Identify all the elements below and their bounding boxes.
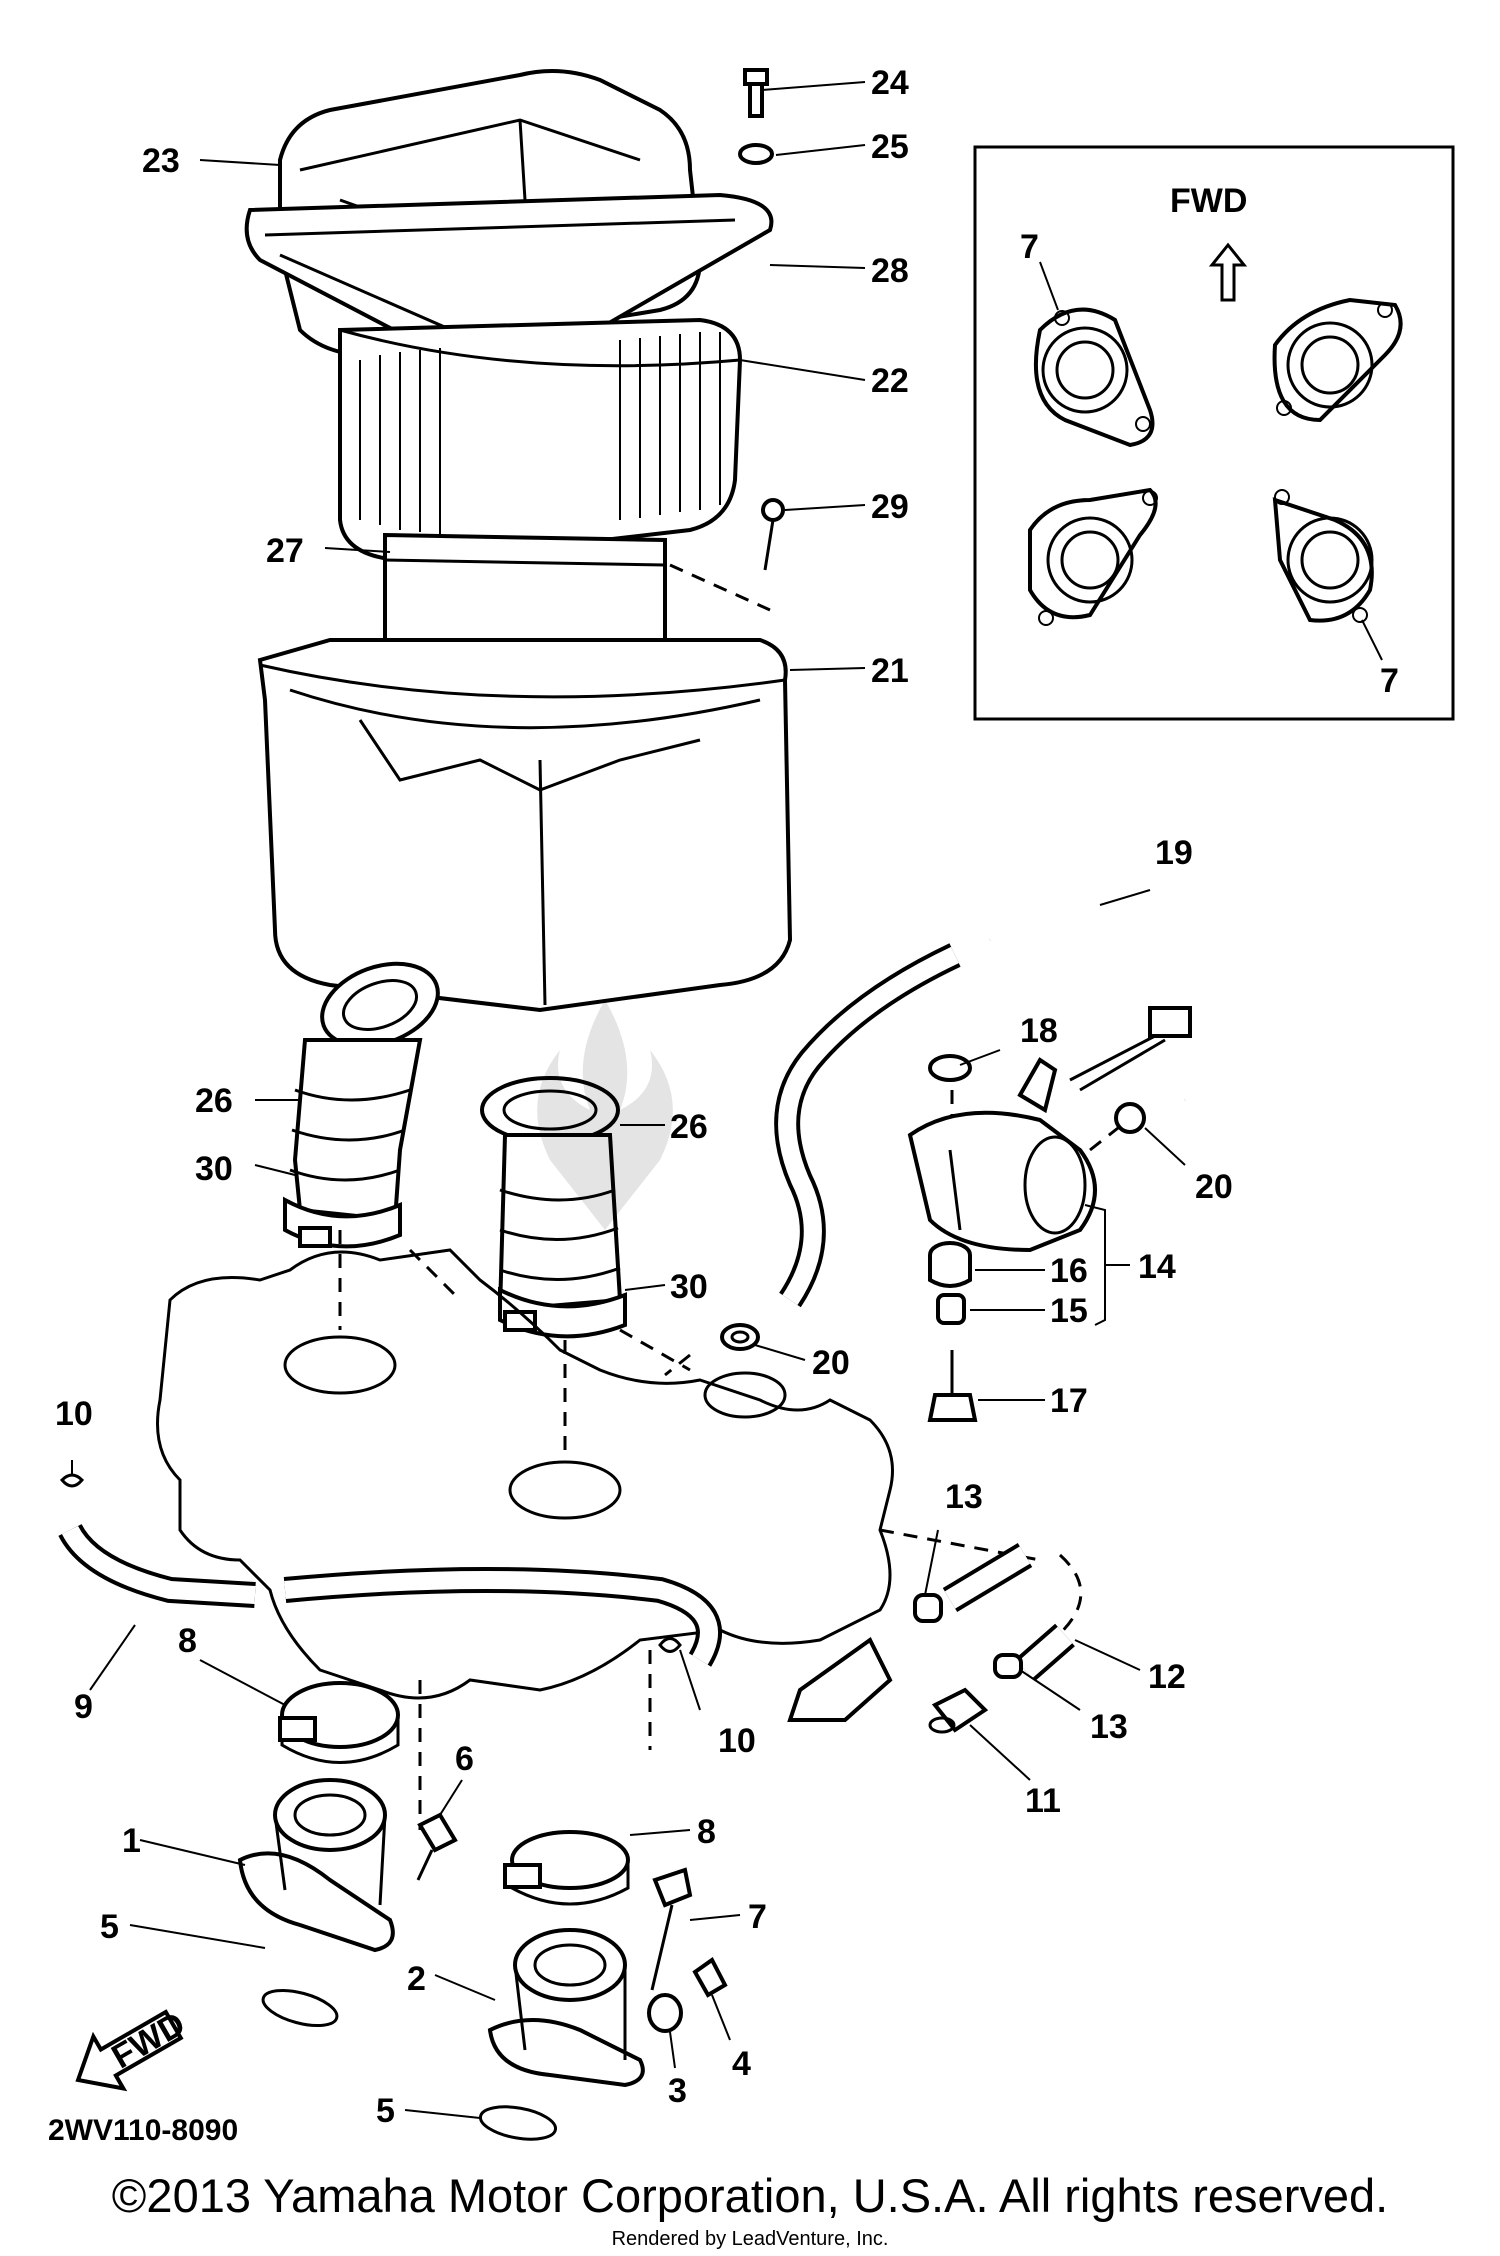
callout-20-upper: 20 <box>1195 1168 1233 1206</box>
callout-7-inset-upper: 7 <box>1020 228 1039 266</box>
callout-19: 19 <box>1155 834 1193 872</box>
o-ring-5-lower <box>478 2105 558 2141</box>
bolt-6 <box>416 1812 458 1881</box>
hose-19 <box>985 904 1280 1109</box>
screw-17 <box>927 1350 978 1422</box>
callout-22: 22 <box>871 362 909 400</box>
screw-29 <box>669 498 785 612</box>
callout-30-left: 30 <box>195 1150 233 1188</box>
callout-9: 9 <box>74 1688 93 1726</box>
air-filter-element-22 <box>338 317 743 563</box>
clip-10-left <box>59 1473 85 1488</box>
damper-16 <box>928 1241 972 1288</box>
air-filter-case-21 <box>257 638 793 1013</box>
hose-vent <box>774 943 961 1308</box>
clip-4 <box>692 1957 728 1998</box>
inset-joint-front-right <box>1272 297 1403 423</box>
hose-clip-20-lower <box>664 1323 760 1377</box>
callout-14: 14 <box>1138 1248 1176 1286</box>
callout-7-main: 7 <box>748 1898 767 1936</box>
callout-27: 27 <box>266 532 304 570</box>
callout-10-right: 10 <box>718 1722 756 1760</box>
callout-26-right: 26 <box>670 1108 708 1146</box>
fwd-arrow: FWD <box>75 2005 191 2092</box>
callout-7-inset-lower: 7 <box>1380 662 1399 700</box>
hose-9 <box>58 1523 722 1667</box>
callout-17: 17 <box>1050 1382 1088 1420</box>
o-ring-5-upper <box>261 1988 339 2028</box>
bolt-24 <box>743 68 769 118</box>
hose-band-8-right <box>503 1830 630 1906</box>
callout-10-left: 10 <box>55 1395 93 1433</box>
hose-12 <box>1015 1623 1075 1682</box>
fwd-arrow-label: FWD <box>105 2005 191 2077</box>
collar-3 <box>647 1993 683 2033</box>
air-filter-gasket-28 <box>244 192 774 378</box>
joint-2 <box>487 1928 645 2088</box>
leader-lines <box>71 81 1186 2119</box>
air-duct-joint-26-right <box>480 1076 623 1313</box>
inset-joint-front-left <box>1033 307 1155 448</box>
leadventure-watermark-icon <box>537 1000 673 1230</box>
callout-20-lower: 20 <box>812 1344 850 1382</box>
callout-26-left: 26 <box>195 1082 233 1120</box>
air-duct-joint-26-left <box>289 961 440 1223</box>
joint-1 <box>237 1778 395 1953</box>
callout-8-right: 8 <box>697 1813 716 1851</box>
hose-band-8-left <box>278 1681 400 1764</box>
carburetor-ghost-outline <box>156 1230 1083 1830</box>
callout-11: 11 <box>1025 1782 1061 1820</box>
callout-12: 12 <box>1148 1658 1186 1696</box>
callout-5-lower: 5 <box>376 2092 395 2130</box>
copyright-notice: ©2013 Yamaha Motor Corporation, U.S.A. A… <box>111 2169 1389 2222</box>
inset-joint-rear-right <box>1272 489 1374 623</box>
callout-3: 3 <box>668 2072 687 2110</box>
clamp-13-upper <box>913 1593 943 1623</box>
solenoid-assembly-14 <box>907 1006 1192 1253</box>
callout-24: 24 <box>871 64 909 102</box>
callout-13-upper: 13 <box>945 1478 983 1516</box>
callout-5-upper: 5 <box>100 1908 119 1946</box>
callout-13-lower: 13 <box>1090 1708 1128 1746</box>
callout-labels: 24 25 23 28 22 29 27 21 19 18 26 26 30 3… <box>48 64 1399 2147</box>
fitting-11 <box>928 1687 989 1734</box>
exploded-parts-diagram: FWD <box>48 64 1455 2147</box>
callout-30-right: 30 <box>670 1268 708 1306</box>
clamp-13-lower <box>993 1653 1023 1679</box>
washer-25 <box>738 143 774 165</box>
rendered-by-credit: Rendered by LeadVenture, Inc. <box>611 2228 889 2250</box>
callout-8-left: 8 <box>178 1622 197 1660</box>
inset-joint-rear-left <box>1028 487 1158 626</box>
callout-25: 25 <box>871 128 909 166</box>
callout-23: 23 <box>142 142 180 180</box>
bolt-7 <box>650 1867 693 1991</box>
collar-15 <box>936 1293 966 1325</box>
callout-1: 1 <box>122 1822 141 1860</box>
inset-fwd-label: FWD <box>1170 182 1247 220</box>
callout-2: 2 <box>407 1960 426 1998</box>
callout-15: 15 <box>1050 1292 1088 1330</box>
cap-18 <box>928 1054 972 1130</box>
callout-4: 4 <box>732 2045 751 2083</box>
orientation-inset <box>973 145 1455 721</box>
callout-21: 21 <box>871 652 909 690</box>
hose-short <box>942 1542 1033 1613</box>
hose-band-30-left <box>283 1196 402 1249</box>
drain-plug-outlet <box>787 1637 893 1722</box>
callout-18: 18 <box>1020 1012 1058 1050</box>
diagram-code: 2WV110-8090 <box>48 2114 238 2147</box>
clip-10-right <box>658 1637 682 1653</box>
callout-16: 16 <box>1050 1252 1088 1290</box>
hose-clip-20-upper <box>1089 1102 1146 1152</box>
callout-6: 6 <box>455 1740 474 1778</box>
callout-28: 28 <box>871 252 909 290</box>
callout-29: 29 <box>871 488 909 526</box>
